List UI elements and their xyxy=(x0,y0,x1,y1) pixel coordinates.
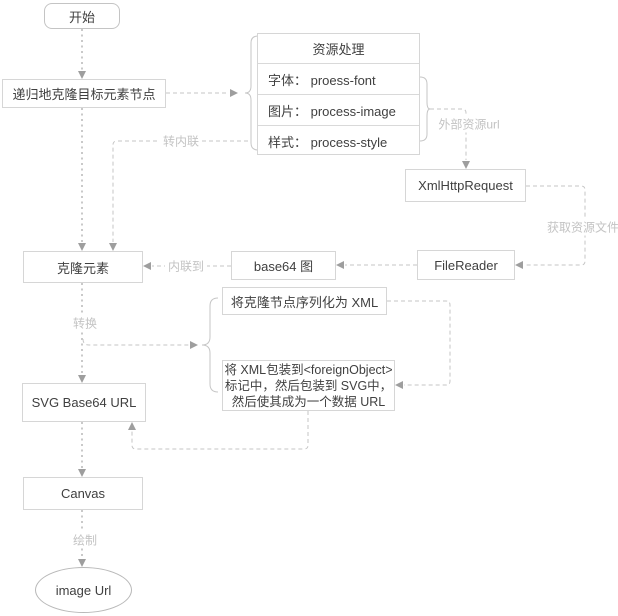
node-resource-table: 资源处理 字体： proess-font 图片： process-image 样… xyxy=(257,33,420,155)
edge-label-draw: 绘制 xyxy=(69,531,101,549)
edge-label-inline-to: 内联到 xyxy=(164,257,208,275)
edge-label-convert: 转换 xyxy=(69,314,101,332)
node-serialize-xml: 将克隆节点序列化为 XML xyxy=(222,287,387,315)
node-start: 开始 xyxy=(44,3,120,29)
node-clone-recursive: 递归地克隆目标元素节点 xyxy=(2,79,166,108)
edge-label-to-inline: 转内联 xyxy=(159,132,203,150)
edge-label-fetch-resource-file: 获取资源文件 xyxy=(543,218,618,236)
edge-xhr-to-filereader xyxy=(524,185,586,266)
node-image-url: image Url xyxy=(35,567,132,613)
resource-table-title: 资源处理 xyxy=(312,42,365,57)
resource-table-left-brace xyxy=(244,35,259,151)
arrow-into-clone-element-inline xyxy=(109,243,117,251)
arrow-into-clone-recursive xyxy=(78,71,86,79)
edge-resource-brace-to-xhr xyxy=(430,108,467,160)
arrow-into-image-url xyxy=(78,559,86,567)
xml-steps-left-brace xyxy=(201,297,219,393)
node-clone-element: 克隆元素 xyxy=(23,251,143,283)
resource-table-row-font: 字体： proess-font xyxy=(258,63,419,94)
resource-table-right-brace xyxy=(419,76,431,142)
arrow-into-wrap-box xyxy=(395,381,403,389)
arrow-into-clone-element-main xyxy=(78,243,86,251)
node-canvas: Canvas xyxy=(23,477,143,510)
node-svg-base64-url: SVG Base64 URL xyxy=(22,383,146,422)
edge-serialize-to-wrap xyxy=(387,300,451,386)
edge-label-external-resource-url: 外部资源url xyxy=(435,115,503,133)
node-xmlhttprequest: XmlHttpRequest xyxy=(405,169,526,202)
node-wrap-foreignobject: 将 XML包装到<foreignObject> 标记中，然后包装到 SVG中， … xyxy=(222,360,395,411)
resource-table-row-style: 样式： process-style xyxy=(258,125,419,156)
arrow-into-xhr xyxy=(462,161,470,169)
arrow-into-canvas xyxy=(78,469,86,477)
edge-clone-element-to-xml-brace xyxy=(82,338,189,346)
arrow-into-svg-url-top xyxy=(78,375,86,383)
resource-table-row-image: 图片： process-image xyxy=(258,94,419,125)
edge-wrap-to-svg-url xyxy=(131,411,309,450)
arrow-into-xml-brace xyxy=(190,341,198,349)
edge-resource-to-clone-element-inline xyxy=(112,140,248,242)
arrow-into-clone-element-right xyxy=(143,262,151,270)
arrow-into-resource-brace xyxy=(230,89,238,97)
arrow-into-base64 xyxy=(336,261,344,269)
node-filereader: FileReader xyxy=(417,250,515,280)
arrow-into-svg-url-bottom xyxy=(128,422,136,430)
arrow-into-filereader xyxy=(515,261,523,269)
node-base64-image: base64 图 xyxy=(231,251,336,280)
